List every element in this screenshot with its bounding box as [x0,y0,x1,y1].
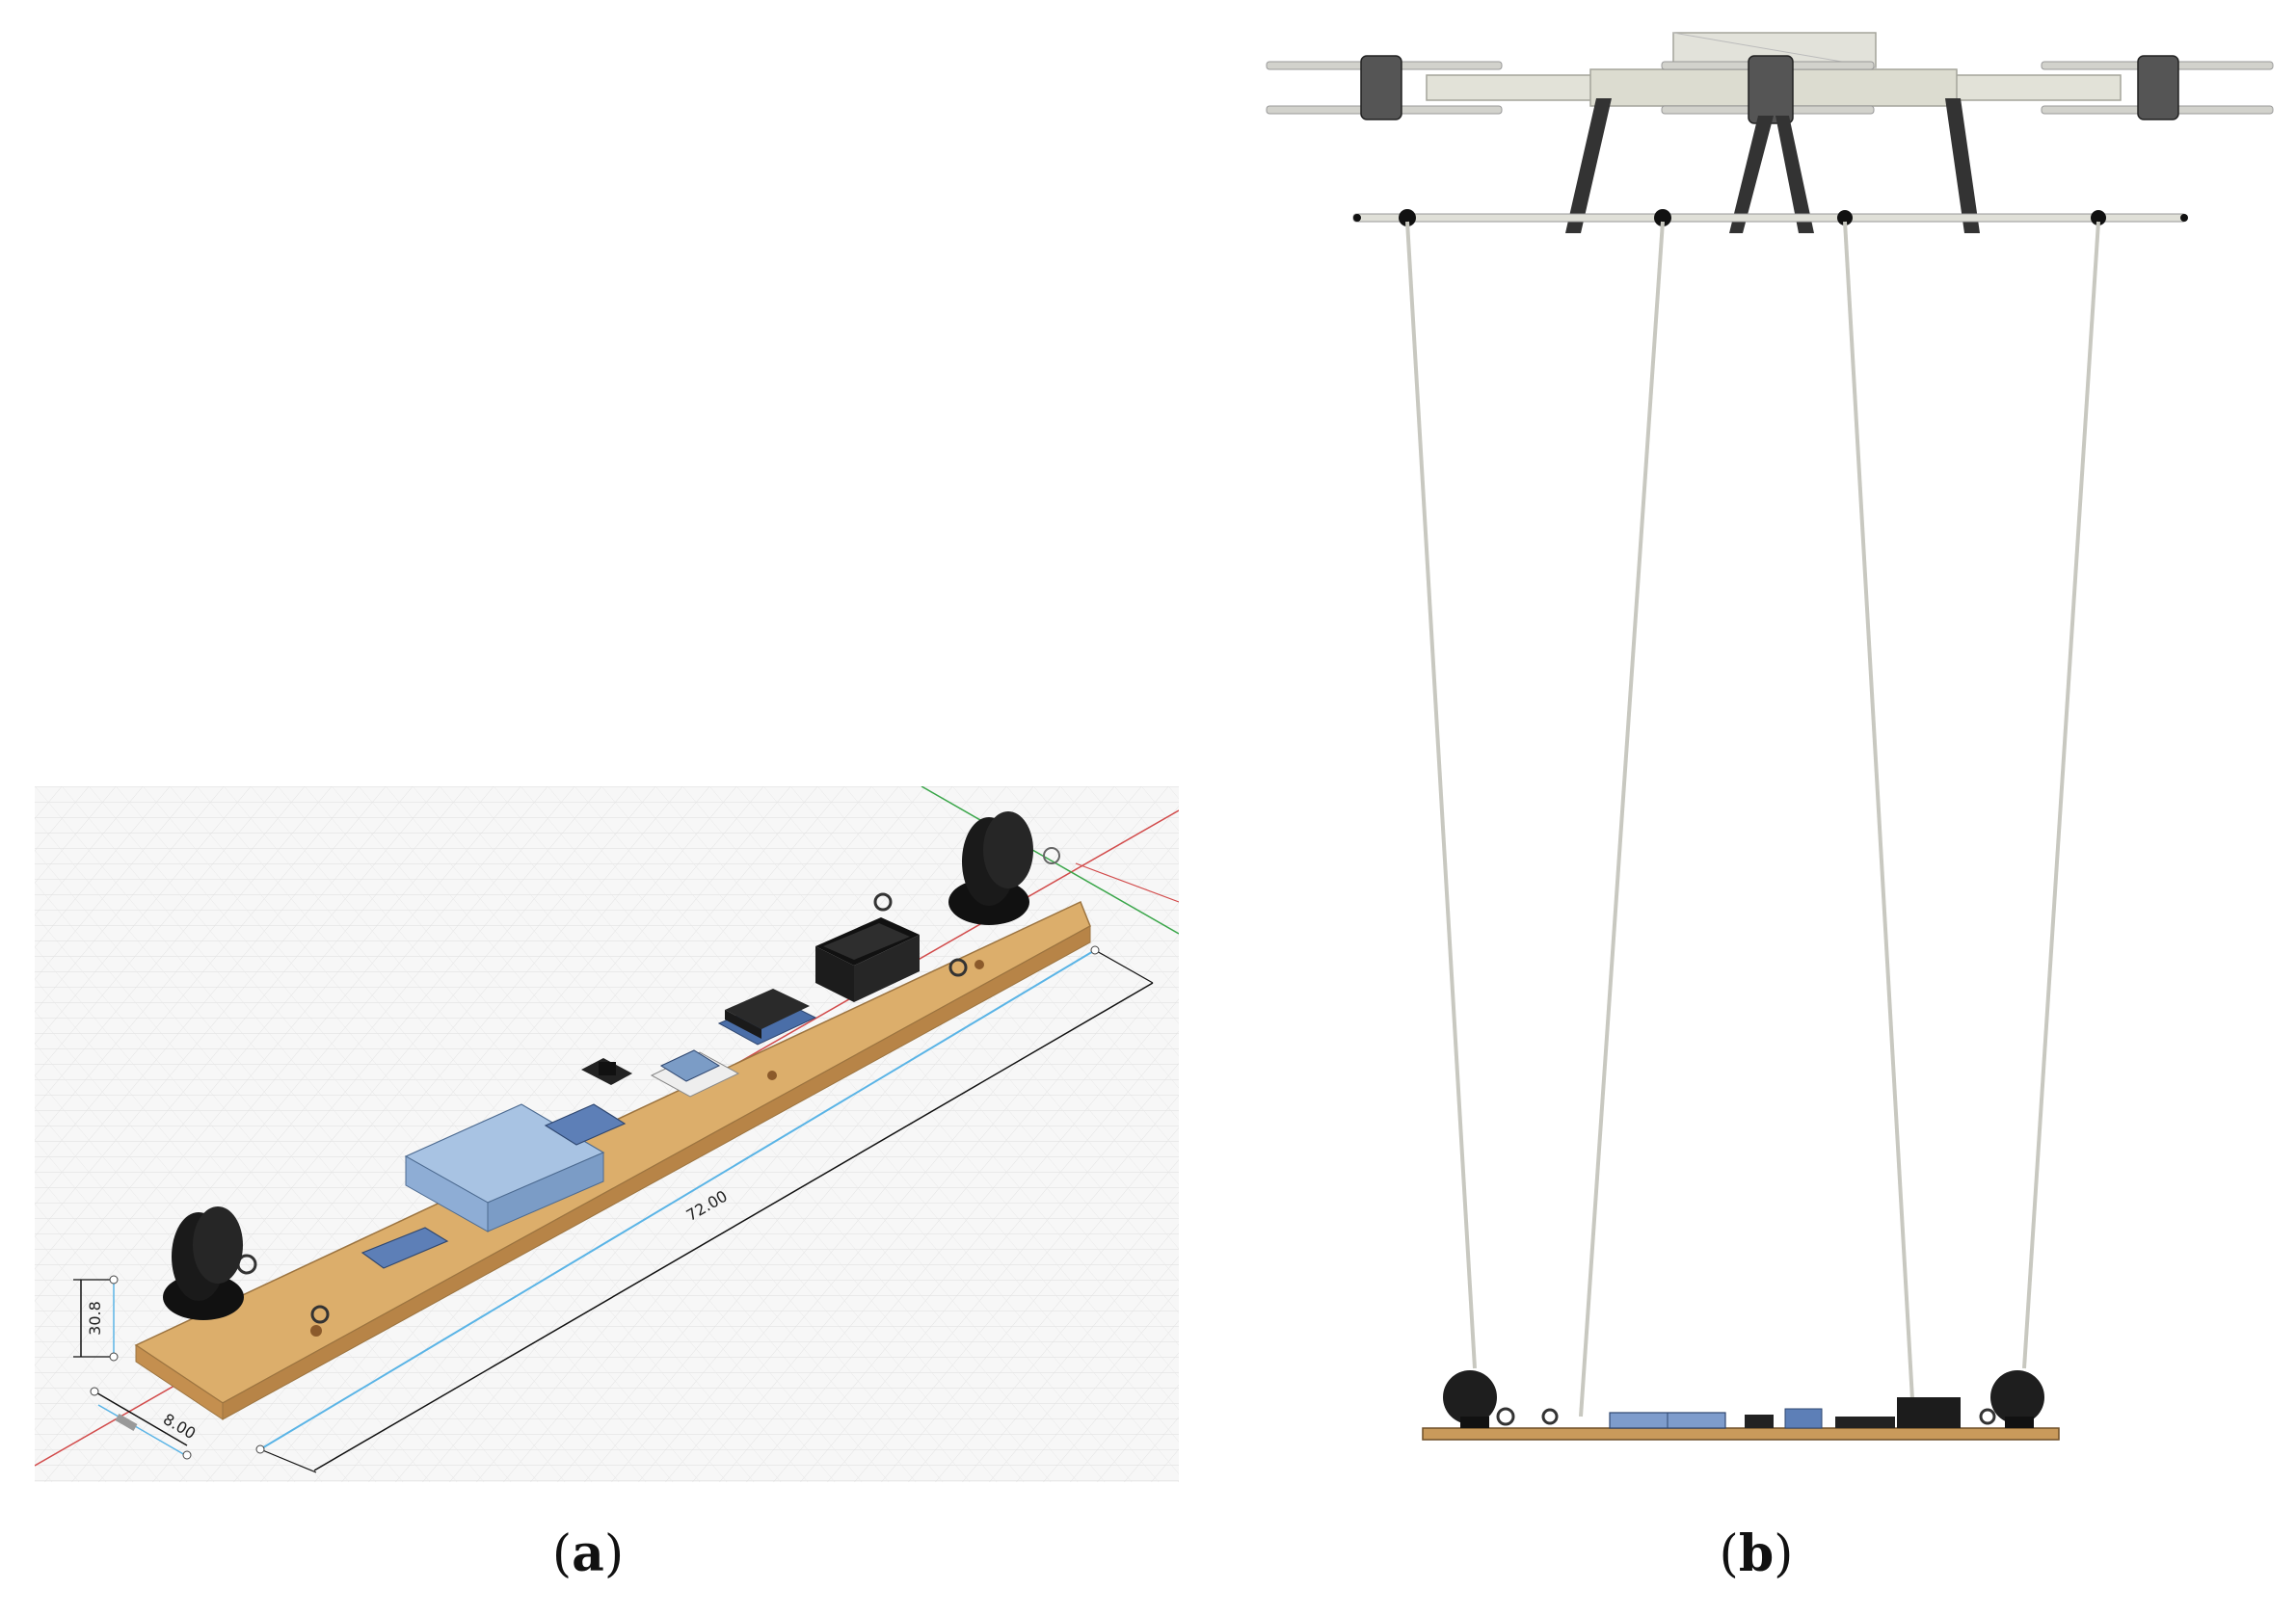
payload-wheel-right [1990,1370,2044,1424]
caption-b: (b) [1689,1524,1824,1583]
caption-a-open: ( [551,1525,573,1583]
caption-b-letter: b [1738,1524,1775,1583]
payload-eye-bolt [1979,1408,1996,1425]
payload-eye-bolt [1496,1407,1515,1426]
payload-wooden-board [1422,1427,2060,1441]
wooden-board-side-front [222,925,1091,1420]
payload-dark-board [1835,1417,1895,1428]
open-black-box-inner [823,923,910,960]
bar-pulley [1399,209,1416,226]
small-blue-board-2 [544,1103,627,1146]
payload-wheel-left [1443,1370,1497,1424]
panel-a-drawing: 30.8 8.00 72.00 [34,785,1180,1482]
axis-red-short [1075,862,1180,903]
caption-a-close: ) [603,1525,625,1583]
payload-eye-bolt [1541,1408,1559,1425]
dimension-height-label: 30.8 [86,1301,104,1336]
motor-left [1360,55,1402,120]
caption-a: (a) [521,1524,655,1583]
board-screw [767,1071,777,1080]
width-dimension-marker [115,1414,138,1431]
caption-b-open: ( [1719,1525,1739,1583]
black-connector-top [599,1062,616,1075]
eye-bolt [873,892,893,912]
motor-right [2137,55,2179,120]
dimension-height: 30.8 [73,1275,119,1362]
landing-leg-left [1565,98,1612,233]
landing-leg-center-right [1775,116,1814,233]
caption-b-close: ) [1774,1525,1794,1583]
blue-module-top [659,1049,721,1082]
axis-green-line [921,785,1180,935]
caption-a-letter: a [572,1524,604,1583]
bar-pulley [1654,209,1671,226]
landing-leg-right [1945,98,1980,233]
rope-1 [1405,221,1477,1369]
board-screw [310,1325,322,1337]
board-screw [974,960,984,969]
open-black-box-front [854,935,920,1002]
left-wheel-back [193,1206,243,1284]
payload-blue-module [1784,1408,1823,1429]
rope-2 [1579,221,1665,1417]
bar-pulley [1837,210,1853,225]
large-blue-box-front [487,1152,604,1232]
panel-a-cad-isometric: 30.8 8.00 72.00 [34,785,1180,1482]
eye-bolt [1043,847,1060,864]
dark-box-side [725,1010,761,1039]
rope-4 [2022,221,2100,1369]
dark-box-top [725,989,810,1029]
open-black-box-left [815,946,854,1002]
suspension-bar [1352,213,2187,223]
bar-pulley [2091,210,2106,225]
motor-center [1748,55,1794,124]
landing-leg-center-left [1729,116,1774,233]
panel-b-front-view [1253,29,2284,1465]
panel-b-drawing [1266,32,2274,1441]
eye-bolt [948,958,968,977]
rope-3 [1843,221,1915,1417]
eye-bolt [310,1305,330,1324]
small-blue-board-1 [360,1227,449,1269]
right-wheel-back [983,811,1033,888]
payload-black-connector [1745,1415,1774,1428]
payload-open-box [1897,1397,1961,1428]
